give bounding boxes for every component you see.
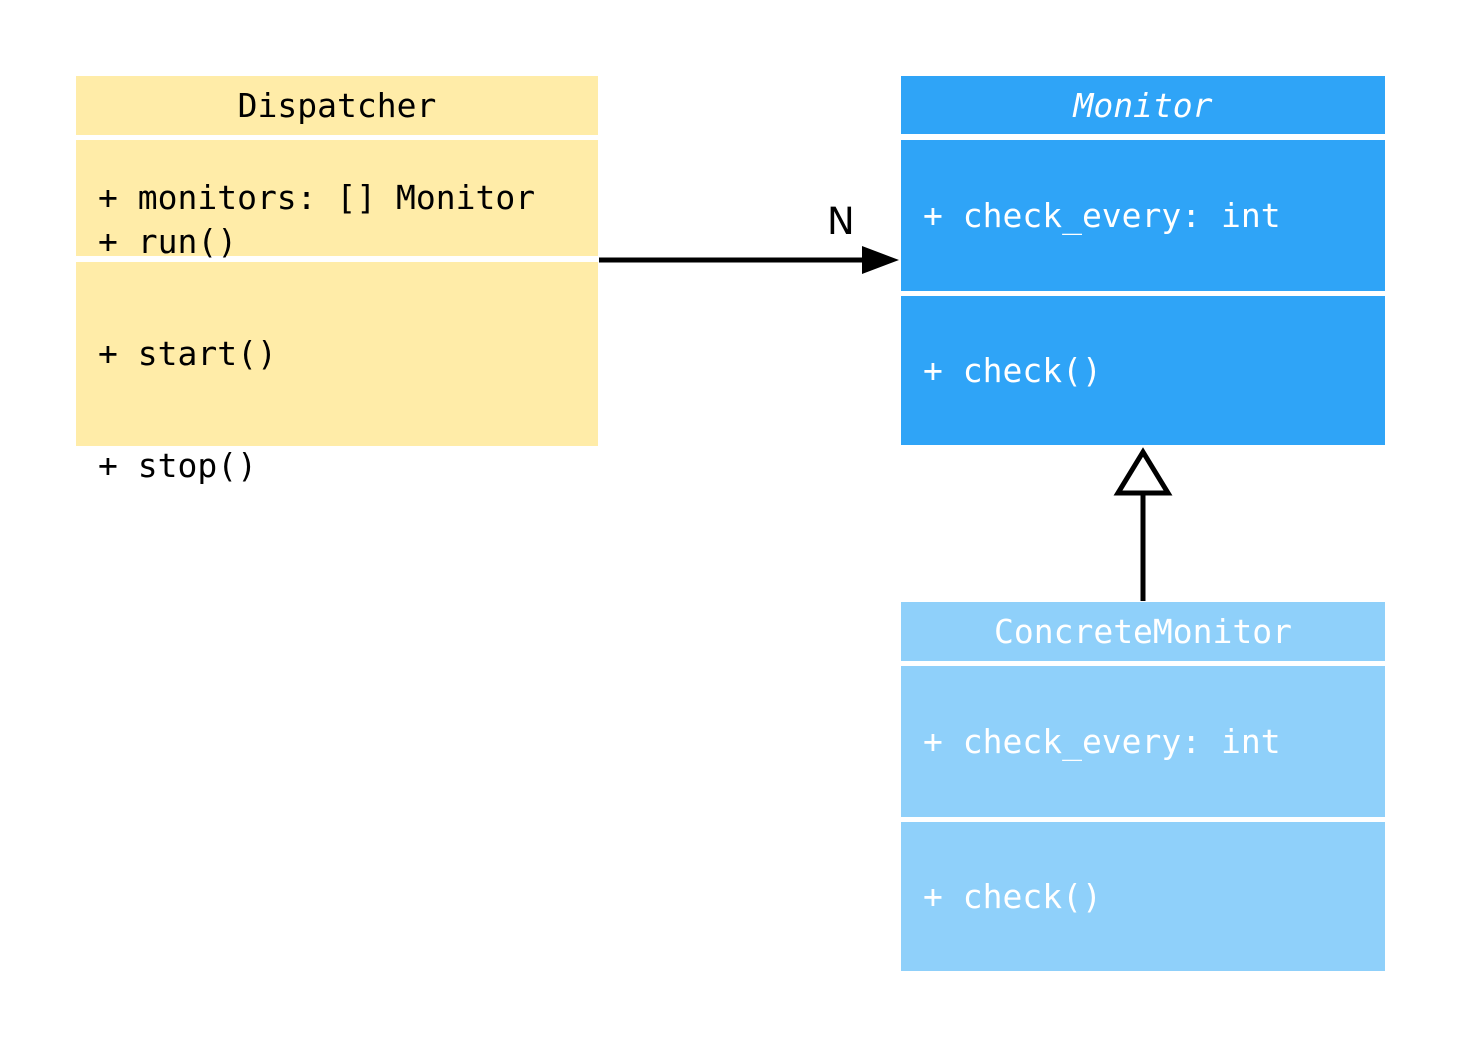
class-title-dispatcher: Dispatcher: [76, 76, 598, 135]
attributes-section-monitor: + check_every: int: [901, 140, 1385, 291]
method-text: + check(): [923, 876, 1102, 916]
class-title-concrete-monitor: ConcreteMonitor: [901, 602, 1385, 661]
method-text: + start(): [98, 334, 277, 373]
methods-section-dispatcher: + run() + start() + stop(): [76, 225, 598, 483]
class-title-monitor: Monitor: [901, 76, 1385, 134]
filled-arrowhead-icon: [862, 246, 899, 274]
attribute-text: + check_every: int: [923, 721, 1281, 761]
attribute-text: + check_every: int: [923, 195, 1281, 235]
hollow-triangle-icon: [1113, 447, 1173, 496]
methods-section-monitor: + check(): [901, 296, 1385, 445]
method-text: + check(): [923, 350, 1102, 390]
attributes-section-concrete-monitor: + check_every: int: [901, 666, 1385, 817]
method-text: + run(): [98, 222, 238, 261]
attributes-section-dispatcher: + monitors: [] Monitor: [76, 140, 598, 256]
methods-section-concrete-monitor: + check(): [901, 822, 1385, 971]
class-box-monitor: Monitor + check_every: int + check(): [901, 76, 1385, 445]
inheritance-arrow: [1113, 447, 1173, 601]
class-box-dispatcher: Dispatcher + monitors: [] Monitor + run(…: [76, 76, 598, 483]
class-box-concrete-monitor: ConcreteMonitor + check_every: int + che…: [901, 602, 1385, 971]
attribute-text: + monitors: [] Monitor: [98, 178, 536, 217]
association-arrow: [599, 246, 899, 274]
method-text: + stop(): [98, 446, 257, 485]
association-multiplicity-label: N: [827, 200, 855, 243]
